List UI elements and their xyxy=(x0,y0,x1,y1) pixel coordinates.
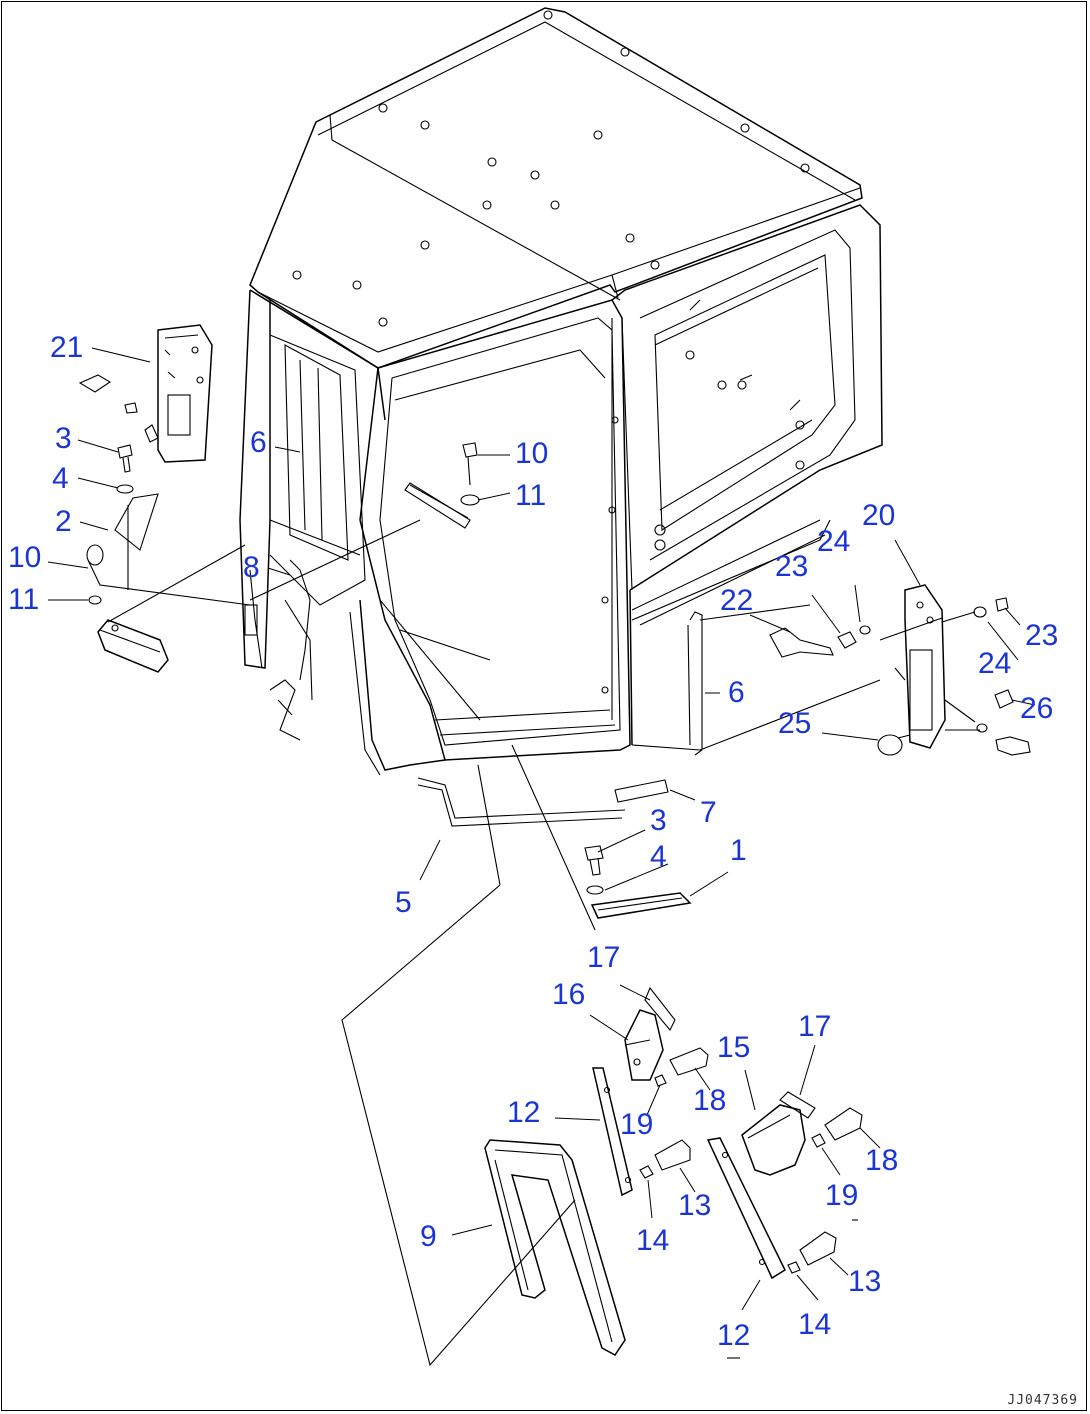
callout-4: 4 xyxy=(650,840,667,873)
callout-6: 6 xyxy=(250,426,267,459)
callout-labels: 21 3 4 2 10 11 6 8 10 11 20 24 23 22 23 … xyxy=(8,331,1058,1352)
callout-11: 11 xyxy=(8,583,39,616)
callout-15: 15 xyxy=(717,1031,750,1064)
cab-roof xyxy=(249,7,863,369)
callout-10: 10 xyxy=(515,437,548,470)
seal-5 xyxy=(417,777,626,827)
callout-14: 14 xyxy=(798,1308,831,1341)
callout-11: 11 xyxy=(515,479,546,512)
callout-24: 24 xyxy=(978,647,1011,680)
callout-2: 2 xyxy=(55,505,72,538)
callout-23: 23 xyxy=(775,550,808,583)
callout-25: 25 xyxy=(778,707,811,740)
callout-6: 6 xyxy=(728,676,745,709)
cab-frame xyxy=(239,204,883,776)
callout-7: 7 xyxy=(700,796,717,829)
callout-10: 10 xyxy=(8,541,41,574)
drawing-id-label: JJ047369 xyxy=(1007,1393,1078,1408)
callout-23: 23 xyxy=(1025,619,1058,652)
step-parts-1-3-4 xyxy=(584,845,692,919)
door-handle-linkage xyxy=(244,559,313,741)
callout-13: 13 xyxy=(678,1189,711,1222)
seal-7 xyxy=(614,779,669,803)
callout-26: 26 xyxy=(1020,692,1053,725)
right-hinge-parts xyxy=(631,519,1031,756)
callout-18: 18 xyxy=(693,1084,726,1117)
door-frame-9 xyxy=(484,1139,626,1356)
callout-3: 3 xyxy=(55,422,72,455)
callout-4: 4 xyxy=(52,462,69,495)
window-panel-outline xyxy=(249,519,596,1367)
door-rod-6 xyxy=(687,611,703,756)
middle-bolt-10-11 xyxy=(404,442,480,529)
callout-19: 19 xyxy=(825,1179,858,1212)
callout-14: 14 xyxy=(636,1224,669,1257)
callout-19: 19 xyxy=(620,1108,653,1141)
callout-22: 22 xyxy=(720,584,753,617)
left-hinge-parts xyxy=(78,324,251,673)
callout-16: 16 xyxy=(552,978,585,1011)
roof-bolt-holes xyxy=(292,10,810,327)
callout-12: 12 xyxy=(507,1096,540,1129)
callout-5: 5 xyxy=(395,886,412,919)
lower-hinge-parts xyxy=(592,986,863,1359)
leader-lines xyxy=(47,347,1036,1311)
callout-8: 8 xyxy=(243,551,260,584)
callout-20: 20 xyxy=(862,499,895,532)
callout-9: 9 xyxy=(420,1220,437,1253)
callout-13: 13 xyxy=(848,1265,881,1298)
callout-12: 12 xyxy=(717,1319,750,1352)
callout-1: 1 xyxy=(730,834,747,867)
callout-3: 3 xyxy=(650,804,667,837)
callout-21: 21 xyxy=(50,331,83,364)
callout-18: 18 xyxy=(865,1144,898,1177)
callout-24: 24 xyxy=(817,525,850,558)
callout-17: 17 xyxy=(798,1010,831,1043)
callout-17: 17 xyxy=(587,941,620,974)
